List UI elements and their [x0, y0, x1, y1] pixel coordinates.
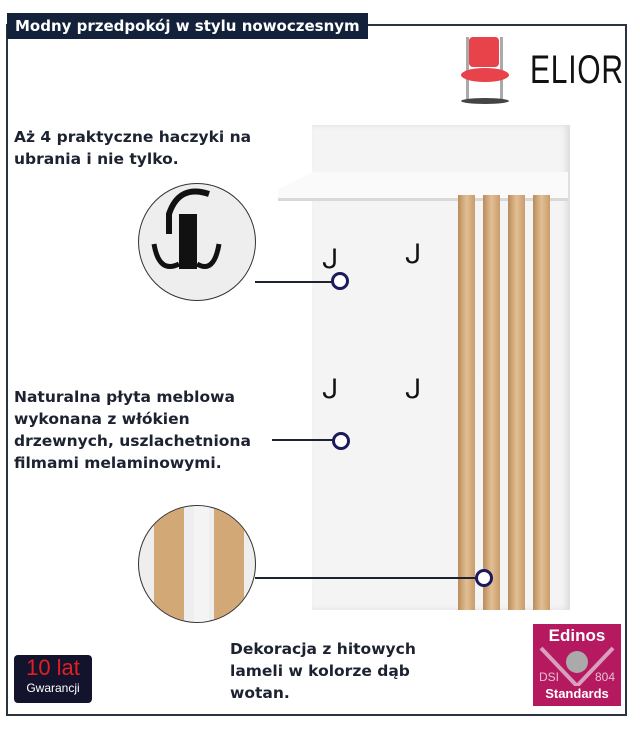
hook-icon: ᒍ	[405, 375, 422, 405]
slat-detail-image	[138, 505, 256, 623]
page-title: Modny przedpokój w stylu nowoczesnym	[7, 13, 368, 39]
text-line: Aż 4 praktyczne haczyki na	[14, 128, 252, 146]
feature-slats-text: Dekoracja z hitowych lameli w kolorze dą…	[230, 638, 416, 704]
text-line: wykonana z włókien	[14, 410, 190, 428]
callout-line	[272, 439, 336, 441]
hook-icon: ᒍ	[405, 240, 422, 270]
hook-detail-image	[138, 183, 256, 301]
callout-line	[255, 281, 335, 283]
text-line: Naturalna płyta meblowa	[14, 388, 235, 406]
cert-bottom: Standards	[545, 686, 609, 701]
text-line: drzewnych, uszlachetniona	[14, 432, 251, 450]
feature-board-text: Naturalna płyta meblowa wykonana z włóki…	[14, 386, 251, 474]
edinos-certificate-badge: Edinos DSI 804 Standards	[533, 624, 621, 706]
chair-logo-icon	[458, 35, 518, 109]
oak-slat	[458, 195, 475, 610]
brand-logo: ELIOR	[530, 48, 624, 92]
text-line: Dekoracja z hitowych	[230, 640, 416, 658]
warranty-label: Gwarancji	[26, 681, 80, 695]
cert-v-icon	[539, 646, 615, 686]
callout-dot	[332, 432, 350, 450]
wall-panel-image	[312, 125, 570, 610]
text-line: ubrania i nie tylko.	[14, 150, 179, 168]
callout-line	[255, 577, 477, 579]
oak-slat	[508, 195, 525, 610]
cert-right: 804	[594, 670, 615, 684]
cert-left: DSI	[539, 670, 560, 684]
hook-icon: ᒍ	[322, 375, 339, 405]
oak-slat	[533, 195, 550, 610]
callout-dot	[331, 272, 349, 290]
text-line: lameli w kolorze dąb	[230, 662, 410, 680]
warranty-badge: 10 lat Gwarancji	[14, 655, 92, 703]
cert-name: Edinos	[548, 626, 606, 645]
callout-dot	[475, 569, 493, 587]
warranty-years: 10 lat	[26, 655, 80, 680]
feature-hooks-text: Aż 4 praktyczne haczyki na ubrania i nie…	[14, 126, 251, 170]
hook-icon: ᒍ	[322, 245, 339, 275]
oak-slat	[483, 195, 500, 610]
text-line: filmami melaminowymi.	[14, 454, 222, 472]
text-line: wotan.	[230, 684, 290, 702]
